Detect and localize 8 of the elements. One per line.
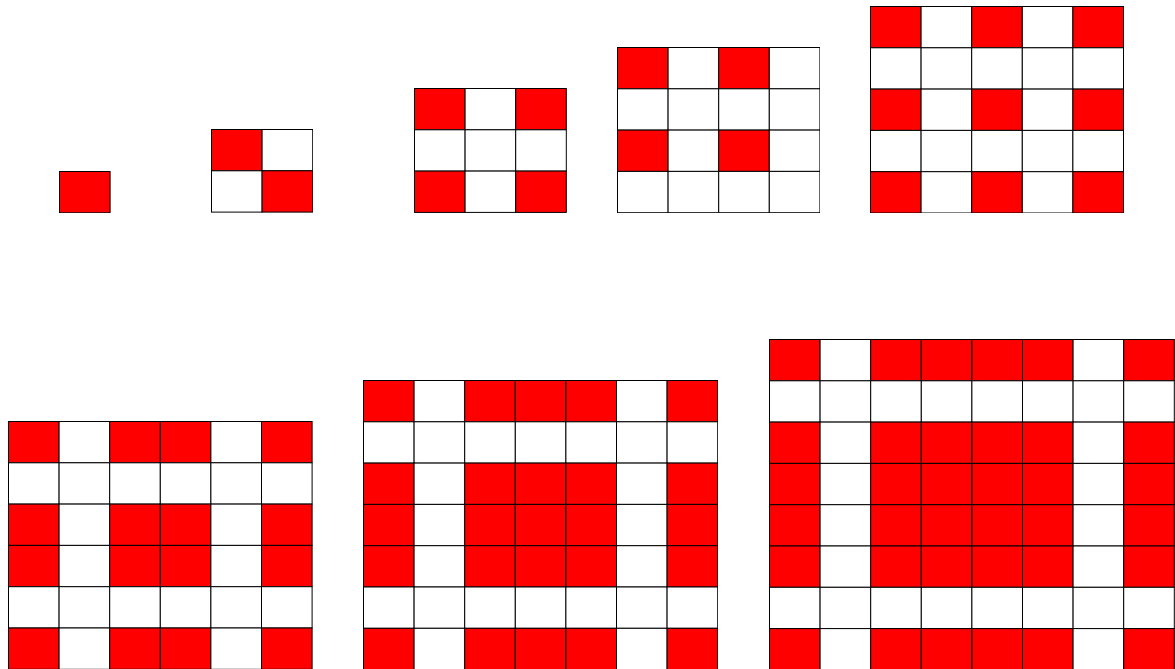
grid-pattern-drawing	[414, 88, 567, 213]
grid-pattern-drawing	[870, 5, 1124, 213]
grid-pattern-drawing	[8, 421, 313, 669]
grid-pattern-drawing	[59, 170, 111, 213]
grid-pattern-drawing	[363, 379, 719, 669]
grid-pattern-drawing	[211, 129, 314, 213]
grid-pattern-drawing	[769, 338, 1175, 669]
grid-pattern-drawing	[617, 46, 821, 213]
